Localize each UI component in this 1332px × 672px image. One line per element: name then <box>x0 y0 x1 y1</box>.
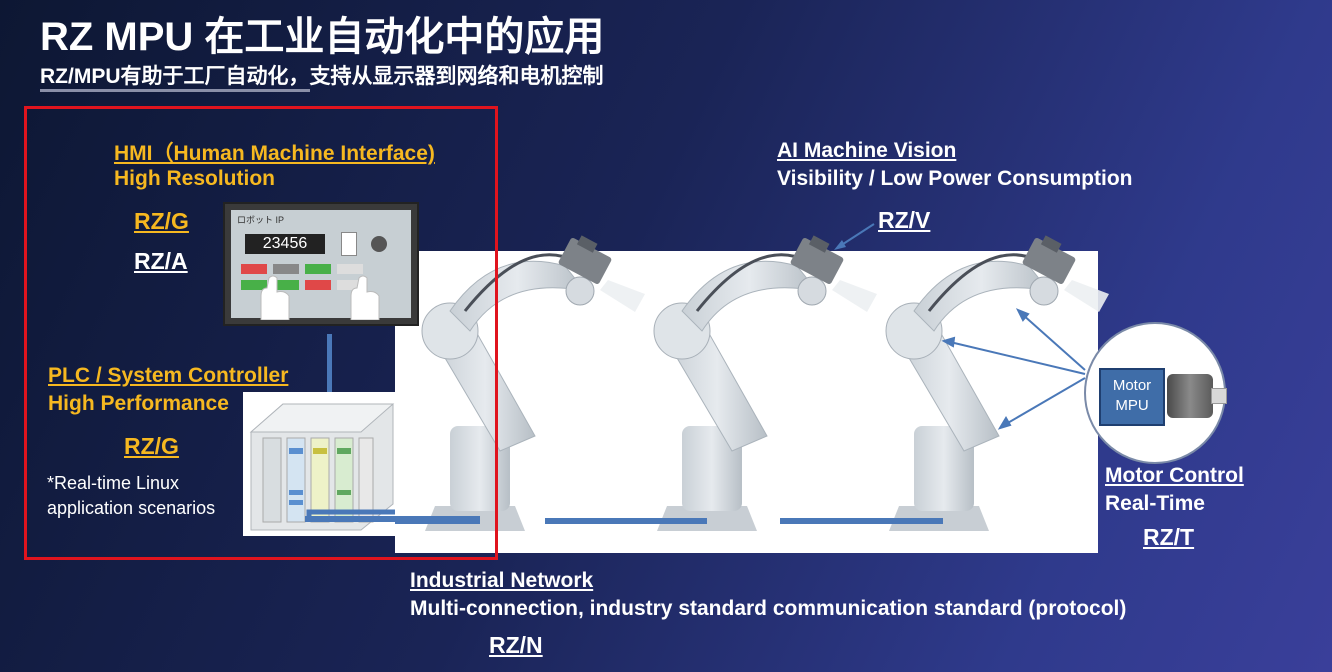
robot-scene <box>395 251 1098 553</box>
vision-feature: Visibility / Low Power Consumption <box>777 167 1133 190</box>
plc-illustration <box>249 403 483 531</box>
hand-icon <box>260 275 380 320</box>
motor-box-line2: MPU <box>1115 397 1149 414</box>
hmi-feature: High Resolution <box>114 167 275 190</box>
network-chip-rzn[interactable]: RZ/N <box>489 632 543 658</box>
plc-note-line2: application scenarios <box>47 498 216 518</box>
motor-shaft <box>1211 388 1227 404</box>
hmi-screen-value: 23456 <box>245 234 325 254</box>
motor-feature: Real-Time <box>1105 492 1205 515</box>
camera-icon <box>790 235 877 312</box>
plc-feature: High Performance <box>48 392 229 415</box>
plc-device <box>243 392 483 536</box>
vision-arrow <box>834 223 875 250</box>
hmi-screen-label: ロボット IP <box>237 215 285 225</box>
vision-heading[interactable]: AI Machine Vision <box>777 139 957 162</box>
vision-chip-rzv[interactable]: RZ/V <box>878 207 931 233</box>
hmi-plc-connector <box>327 334 332 394</box>
motor-heading[interactable]: Motor Control <box>1105 464 1244 487</box>
hmi-heading[interactable]: HMI（Human Machine Interface) <box>114 142 435 165</box>
camera-icon <box>558 235 645 312</box>
hmi-screen: ロボット IP 23456 <box>231 210 411 320</box>
camera-icon <box>1022 235 1109 312</box>
page-subtitle: RZ/MPU有助于工厂自动化，支持从显示器到网络和电机控制 <box>40 65 604 88</box>
network-feature: Multi-connection, industry standard comm… <box>410 597 1127 620</box>
motor-box-line1: Motor <box>1112 377 1152 394</box>
plc-heading[interactable]: PLC / System Controller <box>48 364 289 387</box>
subtitle-underline <box>40 89 310 92</box>
motor-icon <box>1167 374 1213 418</box>
motor-chip-rzt[interactable]: RZ/T <box>1143 524 1195 550</box>
highlight-box <box>24 106 498 560</box>
page-title: RZ MPU 在工业自动化中的应用 <box>40 15 605 59</box>
motor-mpu-box: Motor MPU <box>1099 368 1165 426</box>
hmi-chip-rza[interactable]: RZ/A <box>134 248 188 274</box>
camera-group <box>558 235 1109 312</box>
hmi-device: ロボット IP 23456 <box>223 202 419 326</box>
hmi-chip-rzg[interactable]: RZ/G <box>134 208 189 234</box>
robot-arm-3 <box>885 253 1059 531</box>
motor-arrows <box>941 308 1086 430</box>
plc-note-line1: *Real-time Linux <box>47 473 180 493</box>
plc-chip-rzg[interactable]: RZ/G <box>124 433 179 459</box>
plc-network-line <box>305 516 480 522</box>
network-heading[interactable]: Industrial Network <box>410 569 594 592</box>
